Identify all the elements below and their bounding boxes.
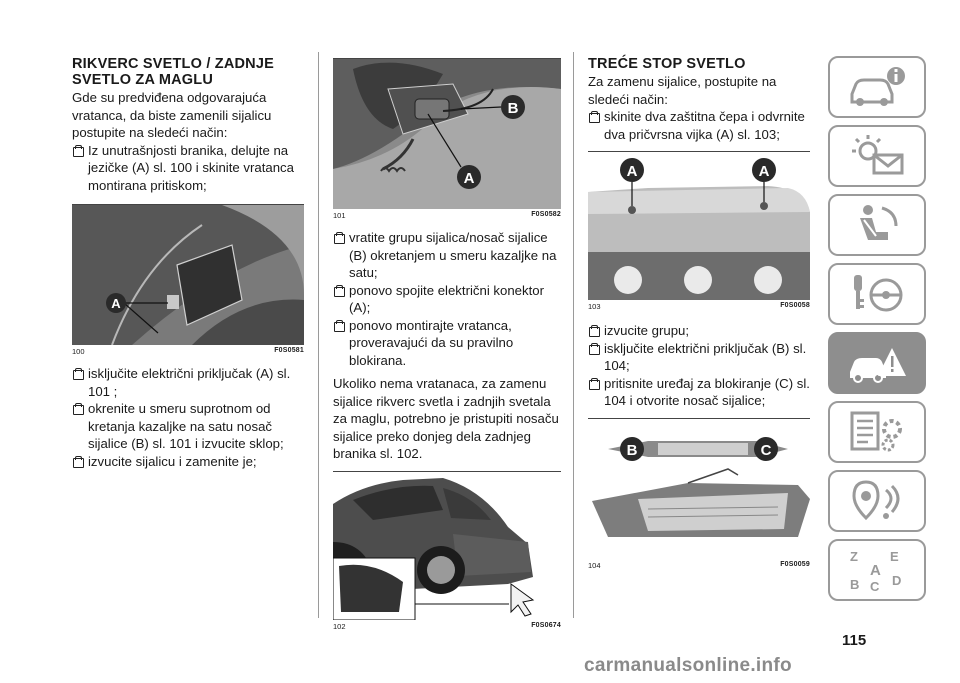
section-heading: RIKVERC SVETLO / ZADNJE SVETLO ZA MAGLU (72, 56, 274, 88)
intro-text: Gde su predviđena odgovarajuća vratanca,… (72, 90, 272, 140)
figure-code: F0S0059 (780, 560, 810, 568)
index-letter: B (850, 577, 859, 592)
tab-maintenance[interactable] (828, 401, 926, 463)
figure-number: 102 (333, 621, 346, 631)
page-number: 115 (842, 632, 867, 649)
figure-code: F0S0058 (780, 302, 810, 309)
callout-a: A (627, 163, 638, 180)
callout-a: A (759, 163, 770, 180)
figure-101: B A 101 F0S0582 (333, 58, 561, 223)
multimedia-icon (852, 480, 900, 521)
step-item: ponovo montirajte vratanca, proveravajuć… (333, 317, 561, 370)
car-rear-illustration (333, 471, 561, 620)
figure-number: 104 (588, 560, 601, 570)
callout-a: A (111, 296, 121, 311)
column-3: TREĆE STOP SVETLO Za zamenu sijalice, po… (588, 56, 810, 573)
tab-starting-driving[interactable] (828, 263, 926, 325)
step-list: izvucite grupu; isključite električni pr… (588, 322, 810, 410)
tab-multimedia[interactable] (828, 470, 926, 532)
step-item: pritisnite uređaj za blokiranje (C) sl. … (588, 375, 810, 410)
step-item: okrenite u smeru suprotnom od kretanja k… (72, 400, 304, 453)
figure-104: B C 104 F0S0059 (588, 417, 810, 573)
column-1: RIKVERC SVETLO / ZADNJE SVETLO ZA MAGLU … (72, 56, 304, 470)
step-item: isključite električni priključak (A) sl.… (72, 365, 304, 400)
tab-in-emergency[interactable] (828, 332, 926, 394)
chapter-tabs: Z E A B C D (828, 56, 928, 608)
index-letter: D (892, 573, 901, 588)
maintenance-icon (850, 411, 902, 452)
step-item: ponovo spojite električni konektor (A); (333, 282, 561, 317)
figure-103: A A 103 F0S0058 (588, 151, 810, 314)
index-letter: Z (850, 549, 858, 564)
figure-102: 102 F0S0674 (333, 470, 561, 634)
warning-lights-icon (852, 135, 904, 175)
index-letter: A (870, 562, 881, 579)
bulb-holder-illustration: B A (333, 59, 561, 209)
body-paragraph: Ukoliko nema vratanaca, za zamenu sijali… (333, 376, 559, 461)
step-item: vratite grupu sijalica/nosač sijalice (B… (333, 229, 561, 282)
column-divider (318, 52, 319, 618)
step-item: Iz unutrašnjosti branika, delujte na jez… (72, 142, 304, 195)
third-stop-light-illustration: A A (588, 152, 810, 300)
step-list: vratite grupu sijalica/nosač sijalice (B… (333, 229, 561, 369)
tab-index[interactable]: Z E A B C D (828, 539, 926, 601)
callout-a: A (464, 170, 475, 187)
section-heading: TREĆE STOP SVETLO (588, 56, 746, 72)
figure-100: A 100 F0S0581 (72, 204, 304, 359)
tab-warning-lights[interactable] (828, 125, 926, 187)
step-item: izvucite grupu; (588, 322, 810, 340)
seat-airbag-icon (860, 205, 898, 240)
key-steering-icon (854, 275, 903, 312)
car-info-icon (850, 67, 905, 106)
column-divider (573, 52, 574, 618)
step-item: izvucite sijalicu i zamenite je; (72, 453, 304, 471)
tab-car-info[interactable] (828, 56, 926, 118)
callout-b: B (627, 442, 638, 459)
step-item: skinite dva zaštitna čepa i odvrnite dva… (588, 108, 810, 143)
step-list: Iz unutrašnjosti branika, delujte na jez… (72, 142, 304, 195)
tab-safety[interactable] (828, 194, 926, 256)
callout-b: B (508, 100, 519, 117)
bumper-door-illustration: A (72, 205, 304, 345)
callout-c: C (761, 442, 772, 459)
figure-number: 103 (588, 302, 601, 311)
index-letter: E (890, 549, 899, 564)
figure-number: 100 (72, 347, 85, 356)
step-list: skinite dva zaštitna čepa i odvrnite dva… (588, 108, 810, 143)
car-breakdown-icon (850, 348, 906, 383)
step-list: isključite električni priključak (A) sl.… (72, 365, 304, 470)
figure-number: 101 (333, 211, 346, 220)
intro-text: Za zamenu sijalice, postupite na sledeći… (588, 74, 777, 107)
figure-code: F0S0674 (531, 621, 561, 629)
bulb-holder-unit-illustration: B C (588, 418, 810, 559)
figure-code: F0S0582 (531, 211, 561, 218)
column-2: B A 101 F0S0582 vratite grupu sijalica/n… (333, 56, 561, 634)
watermark: carmanualsonline.info (584, 655, 792, 676)
index-icon: Z E A B C D (850, 549, 901, 593)
figure-code: F0S0581 (274, 347, 304, 354)
index-letter: C (870, 579, 880, 593)
step-item: isključite električni priključak (B) sl.… (588, 340, 810, 375)
